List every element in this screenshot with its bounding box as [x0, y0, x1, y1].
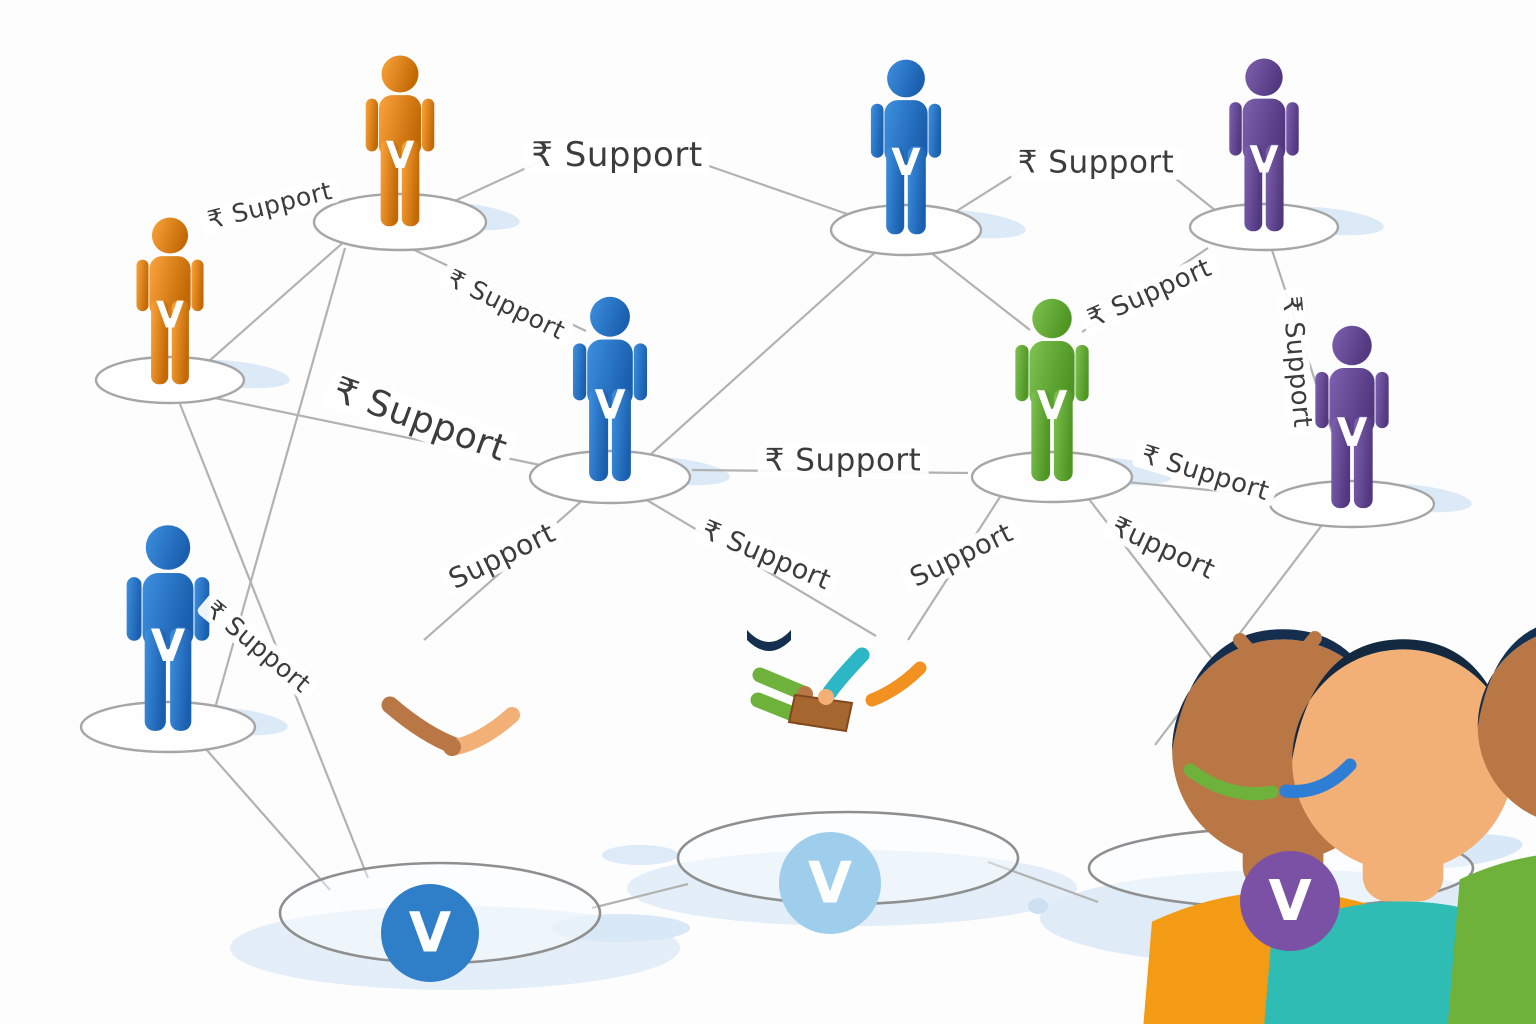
volunteer-icons: V V V V V V V V: [126, 55, 1389, 731]
group-handshake-illustration: [381, 629, 1536, 1024]
linked-arm-left: [1183, 763, 1279, 801]
volunteer-letter: V: [156, 294, 184, 337]
support-label: ₹ Support: [1010, 147, 1182, 180]
node-ellipse: [1268, 479, 1436, 529]
support-edge: [591, 882, 689, 910]
support-edge: [204, 247, 347, 741]
support-label: ₹ Support: [524, 137, 710, 174]
node-ellipse: [312, 192, 488, 252]
volunteer-letter: V: [595, 382, 626, 428]
woman-arm: [865, 661, 927, 707]
volunteer-letter: V: [386, 134, 415, 177]
support-edge: [204, 747, 331, 891]
node-ellipse: [79, 700, 257, 754]
handshake-arm-left: [381, 696, 464, 755]
support-edge: [207, 231, 356, 363]
node-ellipse: [94, 355, 246, 405]
hand: [818, 689, 834, 705]
v-badge-circle: [779, 832, 881, 934]
support-label: ₹ Support: [757, 445, 929, 478]
node-ellipse: [970, 450, 1134, 504]
v-badge-circle: [1240, 851, 1340, 951]
community-groups: [381, 597, 1536, 1024]
circle-handshake-arm2: [1259, 631, 1322, 677]
ground-shadow: [1028, 898, 1048, 914]
v-badge-letter: V: [409, 901, 452, 965]
volunteer-letter: V: [891, 140, 921, 184]
support-edge: [649, 247, 881, 456]
group-giving-illustration: [747, 601, 1536, 1024]
group-circle-illustration: [1183, 631, 1357, 801]
v-badge-letter: V: [808, 850, 852, 916]
handshake-hands: [443, 738, 461, 756]
support-edge: [685, 156, 851, 217]
volunteer-letter: V: [151, 621, 186, 672]
handshake-arm-right: [444, 707, 520, 756]
linked-arm-right: [1279, 758, 1357, 798]
ground-shadow: [602, 845, 678, 865]
receiving-arm: [822, 647, 870, 700]
support-edge: [987, 860, 1099, 904]
support-edge: [929, 251, 1031, 331]
volunteer-letter: V: [1250, 137, 1279, 181]
volunteer-letter: V: [1037, 383, 1068, 429]
circle-handshake-arm: [1233, 633, 1297, 667]
volunteer-letter: V: [1337, 410, 1368, 456]
beard: [747, 630, 791, 651]
node-ellipse: [528, 449, 692, 505]
node-ellipse: [829, 203, 983, 257]
v-badge-letter: V: [1268, 869, 1312, 934]
node-ellipse: [1188, 202, 1340, 252]
v-badge-circle: [381, 884, 479, 982]
